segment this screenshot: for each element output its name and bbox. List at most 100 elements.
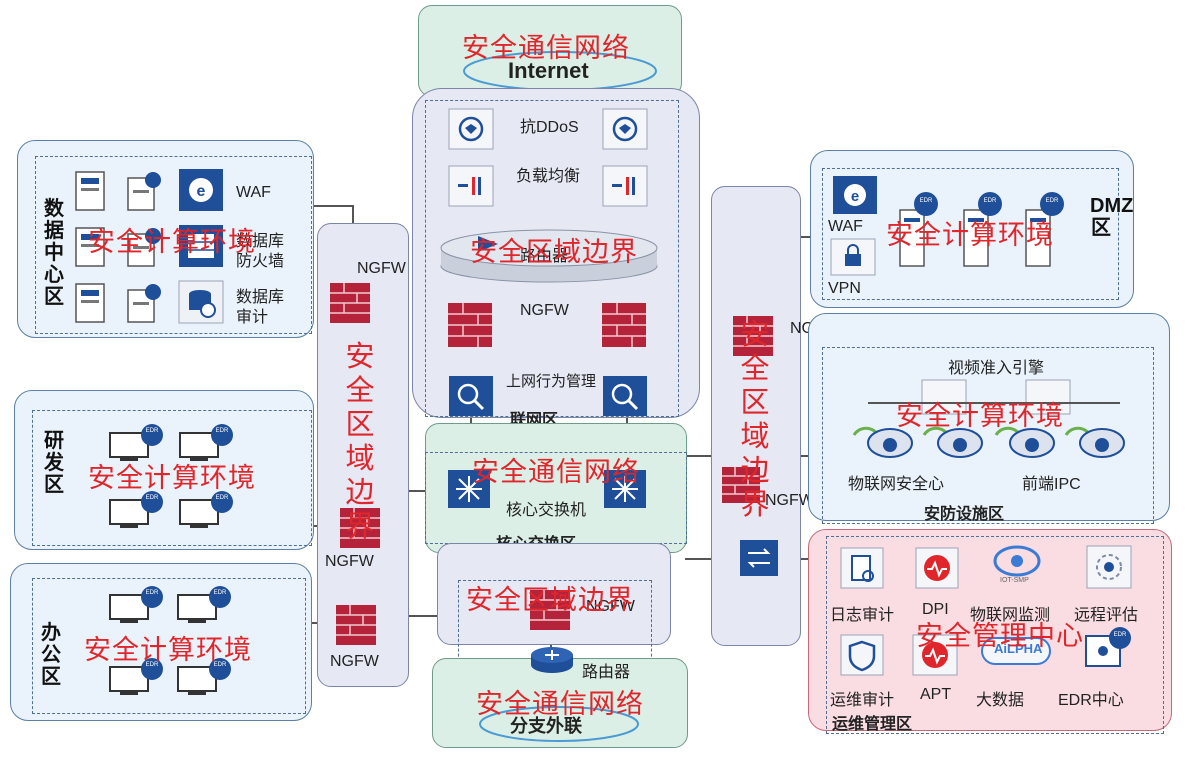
load-balancer-label: 负载均衡 bbox=[516, 168, 581, 185]
camera-icon bbox=[922, 426, 983, 458]
left-ngfw-top-label: NGFW bbox=[357, 260, 406, 277]
security-facility-label: 安防设施区 bbox=[924, 506, 1005, 523]
svg-text:EDR: EDR bbox=[1046, 198, 1059, 204]
anti-ddos-icon bbox=[602, 108, 648, 150]
core-overlay: 安全通信网络 bbox=[472, 457, 640, 487]
anti-ddos-icon bbox=[448, 108, 494, 150]
log-audit-label: 日志审计 bbox=[830, 607, 895, 624]
server-icon bbox=[127, 284, 161, 323]
datacenter-overlay: 安全计算环境 bbox=[88, 227, 256, 257]
switch-icon bbox=[740, 540, 778, 576]
rnd-dashed bbox=[32, 410, 312, 546]
database-firewall-icon bbox=[179, 225, 223, 267]
endpoint-edr-icon: EDR bbox=[179, 424, 233, 461]
endpoint-edr-icon: EDR bbox=[179, 491, 233, 528]
datacenter-zone bbox=[17, 140, 314, 338]
remote-assessment-label: 远程评估 bbox=[1074, 607, 1139, 624]
internet-area-overlay: 安全区域边界 bbox=[470, 237, 638, 267]
svg-text:e: e bbox=[851, 188, 859, 205]
internet-area-dashed bbox=[425, 100, 679, 417]
server-edr-icon: EDR bbox=[963, 192, 1002, 267]
branch-boundary-overlay: 安全区域边界 bbox=[466, 585, 634, 615]
endpoint-edr-icon: EDR bbox=[109, 491, 163, 528]
core-switch-icon bbox=[604, 470, 646, 508]
core-switch-label: 核心交换机 bbox=[506, 502, 587, 519]
branch-ngfw-label: NGFW bbox=[586, 598, 635, 615]
dmz-label: DMZ区 bbox=[1090, 195, 1134, 239]
right-boundary-overlay: 安全区域边界 bbox=[740, 319, 770, 521]
apt-icon bbox=[912, 634, 958, 676]
dmz-vpn-label: VPN bbox=[828, 280, 861, 297]
dmz-overlay: 安全计算环境 bbox=[886, 220, 1054, 250]
server-icon bbox=[75, 227, 105, 267]
load-balancer-icon bbox=[448, 165, 494, 207]
camera-icon bbox=[852, 426, 913, 458]
ops-audit-icon bbox=[840, 634, 884, 676]
rnd-label: 研发区 bbox=[44, 430, 64, 496]
vpn-icon bbox=[830, 238, 876, 276]
office-dashed bbox=[32, 578, 306, 714]
camera-icon bbox=[994, 426, 1055, 458]
edr-center-icon: EDR bbox=[1085, 627, 1131, 667]
branch-cloud-label: 分支外联 bbox=[510, 716, 582, 736]
firewall-icon bbox=[722, 467, 760, 503]
datacenter-label: 数据中心区 bbox=[44, 198, 64, 308]
internet-overlay: 安全通信网络 bbox=[462, 33, 630, 63]
link-line bbox=[868, 402, 1120, 404]
edr-center-label: EDR中心 bbox=[1058, 692, 1124, 709]
datacenter-dbfw-label: 数据库 防火墙 bbox=[236, 233, 285, 270]
waf-icon: e bbox=[833, 176, 877, 214]
endpoint-edr-icon: EDR bbox=[109, 586, 163, 623]
branch-router-label: 路由器 bbox=[582, 664, 631, 681]
office-overlay: 安全计算环境 bbox=[84, 635, 252, 665]
security-facility-overlay: 安全计算环境 bbox=[896, 401, 1064, 431]
svg-text:EDR: EDR bbox=[216, 428, 229, 434]
right-ngfw-bottom-label: NGFW bbox=[765, 492, 814, 509]
remote-assessment-icon bbox=[1086, 545, 1132, 589]
dpi-icon bbox=[915, 547, 959, 589]
ops-overlay: 安全管理中心 bbox=[916, 621, 1084, 651]
camera-icon bbox=[1064, 426, 1125, 458]
svg-text:EDR: EDR bbox=[146, 662, 159, 668]
svg-text:EDR: EDR bbox=[920, 198, 933, 204]
endpoint-edr-icon: EDR bbox=[109, 658, 163, 695]
dmz-waf-label: WAF bbox=[828, 218, 863, 235]
endpoint-edr-icon: EDR bbox=[109, 424, 163, 461]
datacenter-dbaudit-label: 数据库 审计 bbox=[236, 289, 285, 326]
iot-monitor-icon bbox=[993, 545, 1041, 577]
firewall-icon bbox=[330, 283, 370, 323]
security-facility-dashed bbox=[822, 347, 1154, 524]
firewall-icon bbox=[530, 590, 570, 630]
ops-audit-label: 运维审计 bbox=[830, 692, 895, 709]
link-line bbox=[375, 615, 450, 617]
core-switch-icon bbox=[448, 470, 490, 508]
left-ngfw-bottom-label: NGFW bbox=[330, 653, 379, 670]
server-edr-icon: EDR bbox=[1025, 192, 1064, 267]
datacenter-dashed bbox=[35, 156, 312, 334]
left-ngfw-mid-label: NGFW bbox=[325, 553, 374, 570]
front-ipc-label: 前端IPC bbox=[1022, 476, 1081, 493]
ngfw-label: NGFW bbox=[520, 302, 569, 319]
server-icon bbox=[127, 228, 161, 267]
branch-overlay: 安全通信网络 bbox=[476, 689, 644, 719]
router-icon bbox=[531, 647, 573, 673]
link-line bbox=[375, 490, 450, 492]
big-data-label: 大数据 bbox=[976, 692, 1025, 709]
firewall-icon bbox=[733, 316, 773, 356]
behavior-management-label: 上网行为管理 bbox=[506, 373, 597, 390]
server-icon bbox=[75, 283, 105, 323]
office-label: 办公区 bbox=[41, 622, 61, 688]
server-edr-icon: EDR bbox=[899, 192, 938, 267]
server-icon bbox=[75, 171, 105, 211]
svg-text:e: e bbox=[197, 183, 206, 200]
ops-dashed bbox=[826, 536, 1164, 734]
iot-smp-label: IOT-SMP bbox=[1000, 577, 1029, 584]
svg-text:EDR: EDR bbox=[146, 428, 159, 434]
firewall-icon bbox=[448, 303, 492, 347]
server-icon bbox=[127, 172, 161, 211]
log-audit-icon bbox=[840, 547, 884, 589]
router-icon bbox=[440, 229, 658, 283]
behavior-management-icon bbox=[603, 376, 647, 416]
waf-icon: e bbox=[179, 169, 223, 211]
rnd-zone bbox=[14, 390, 314, 550]
